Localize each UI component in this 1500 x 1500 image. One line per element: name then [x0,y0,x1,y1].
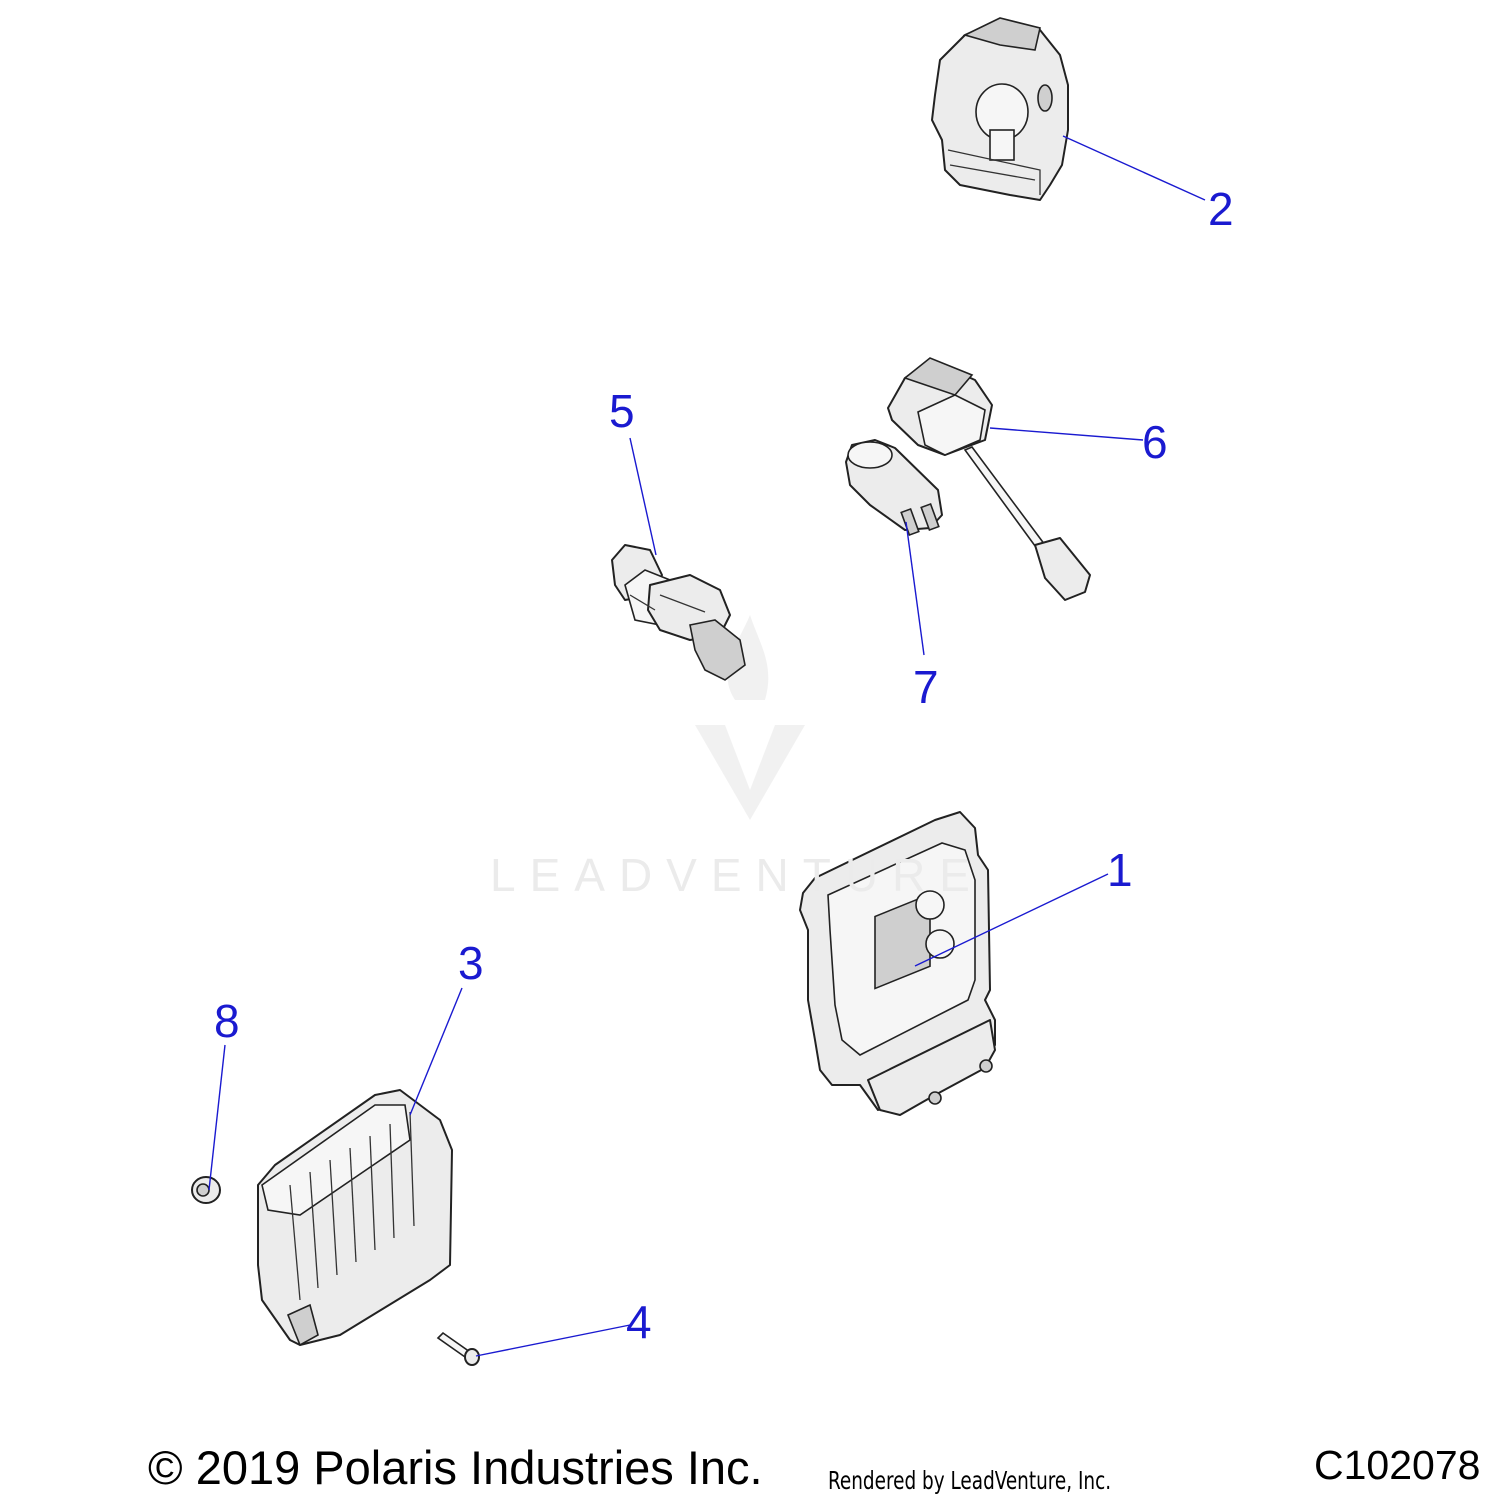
part-4-bolt [436,1331,480,1366]
callout-4: 4 [626,1296,652,1348]
leadventure-logo-watermark [695,615,805,820]
part-2-steering-cover [931,17,1069,201]
rendered-by-text: Rendered by LeadVenture, Inc. [828,1466,1112,1495]
part-7-relay [845,439,943,537]
leader-line-3 [409,987,463,1116]
callout-7: 7 [913,661,939,713]
part-6-sensor [887,357,1091,601]
part-5-ignition-switch [611,544,746,681]
callout-2: 2 [1208,183,1234,235]
leader-line-6 [989,427,1144,441]
part-3-voltage-regulator [257,1089,453,1347]
leader-line-5 [629,437,657,556]
callout-5: 5 [609,385,635,437]
part-8-nut [191,1176,221,1204]
leader-line-7 [905,521,925,656]
copyright-text: © 2019 Polaris Industries Inc. [148,1441,763,1494]
callout-1: 1 [1107,844,1133,896]
callout-3: 3 [458,937,484,989]
diagram-code: C102078 [1314,1442,1481,1488]
leader-line-4 [475,1324,631,1357]
leader-line-1 [914,873,1109,967]
leader-line-2 [1062,135,1206,201]
leader-line-8 [208,1044,226,1191]
callout-6: 6 [1142,416,1168,468]
watermark-text: LEADVENTURE [490,849,984,901]
callout-8: 8 [214,995,240,1047]
